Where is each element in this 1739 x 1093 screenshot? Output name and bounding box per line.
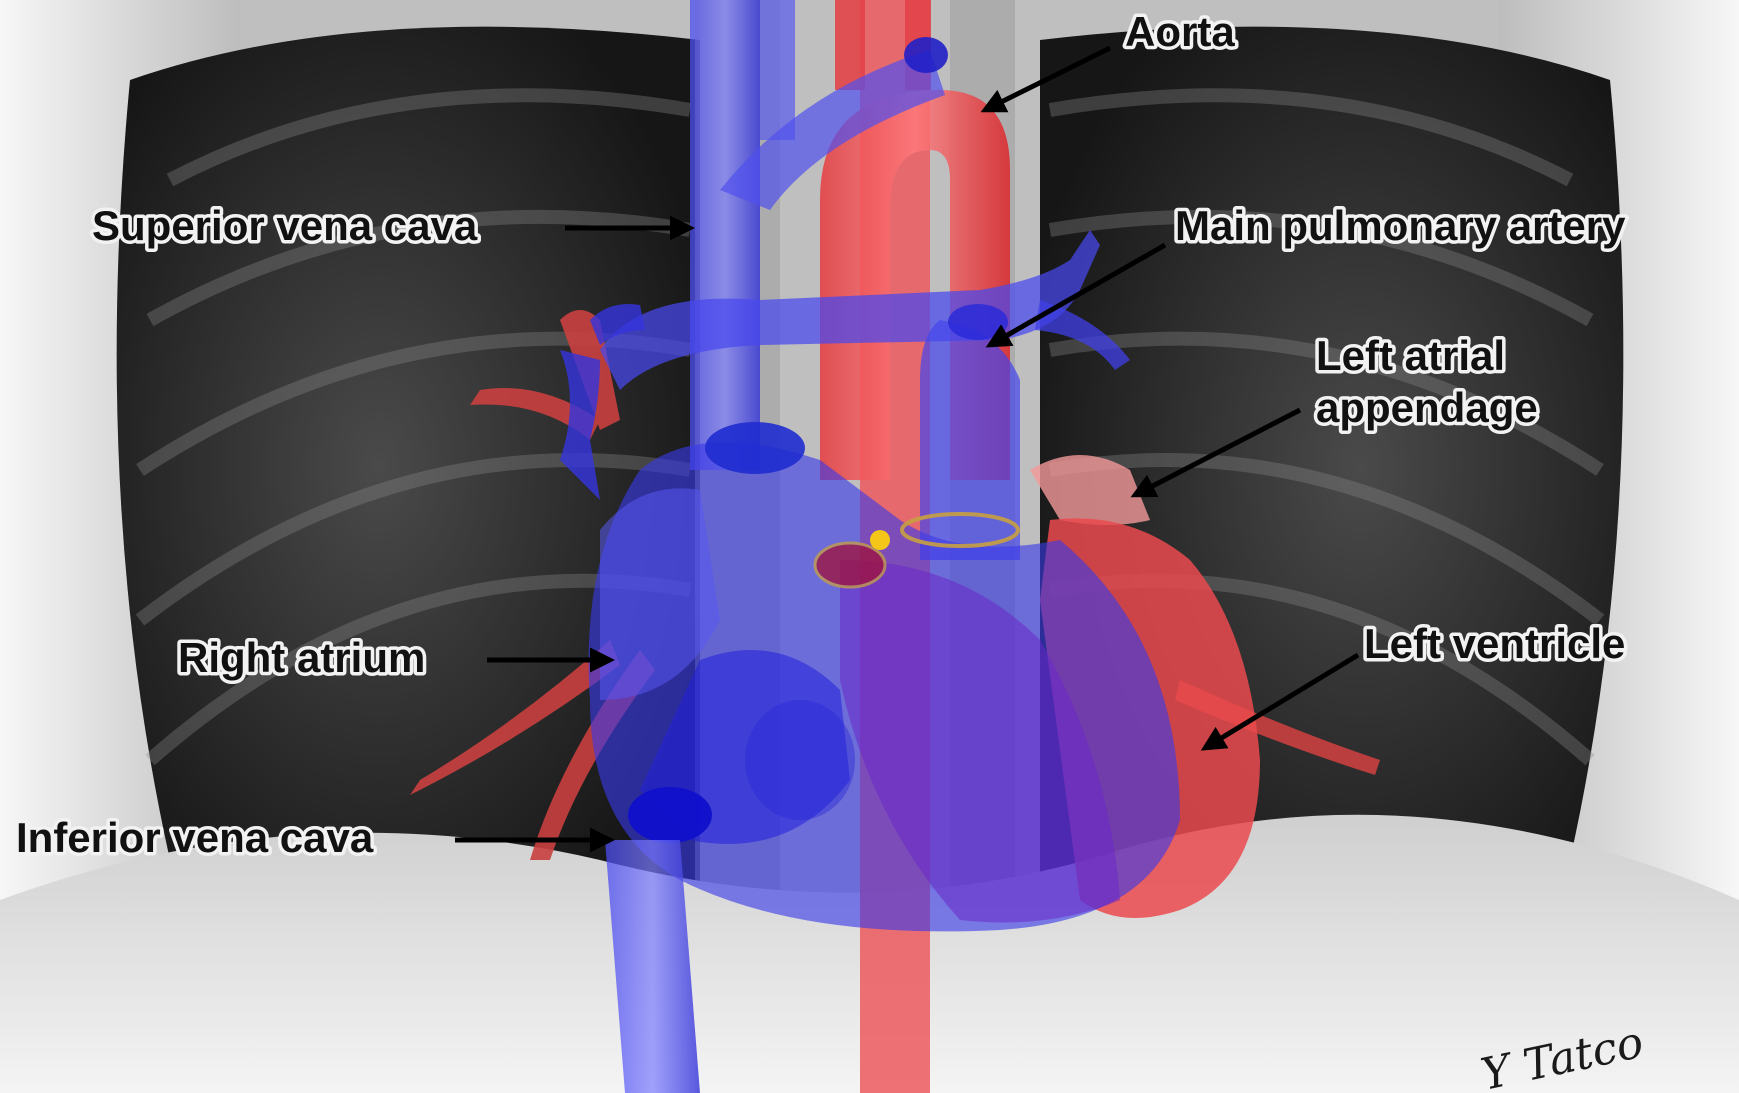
superior-vena-cava (690, 0, 760, 470)
label-aorta: Aorta (1125, 8, 1235, 55)
label-left-atrial-appendage-line1: Left atrial (1316, 332, 1505, 379)
label-left-ventricle: Left ventricle (1364, 620, 1625, 667)
label-inferior-vena-cava: Inferior vena cava (16, 814, 374, 861)
label-right-atrium: Right atrium (178, 634, 425, 681)
label-superior-vena-cava: Superior vena cava (92, 202, 478, 249)
main-pulmonary-artery (920, 320, 1020, 560)
label-left-atrial-appendage-line2: appendage (1316, 384, 1538, 431)
label-main-pulmonary-artery: Main pulmonary artery (1175, 202, 1626, 249)
